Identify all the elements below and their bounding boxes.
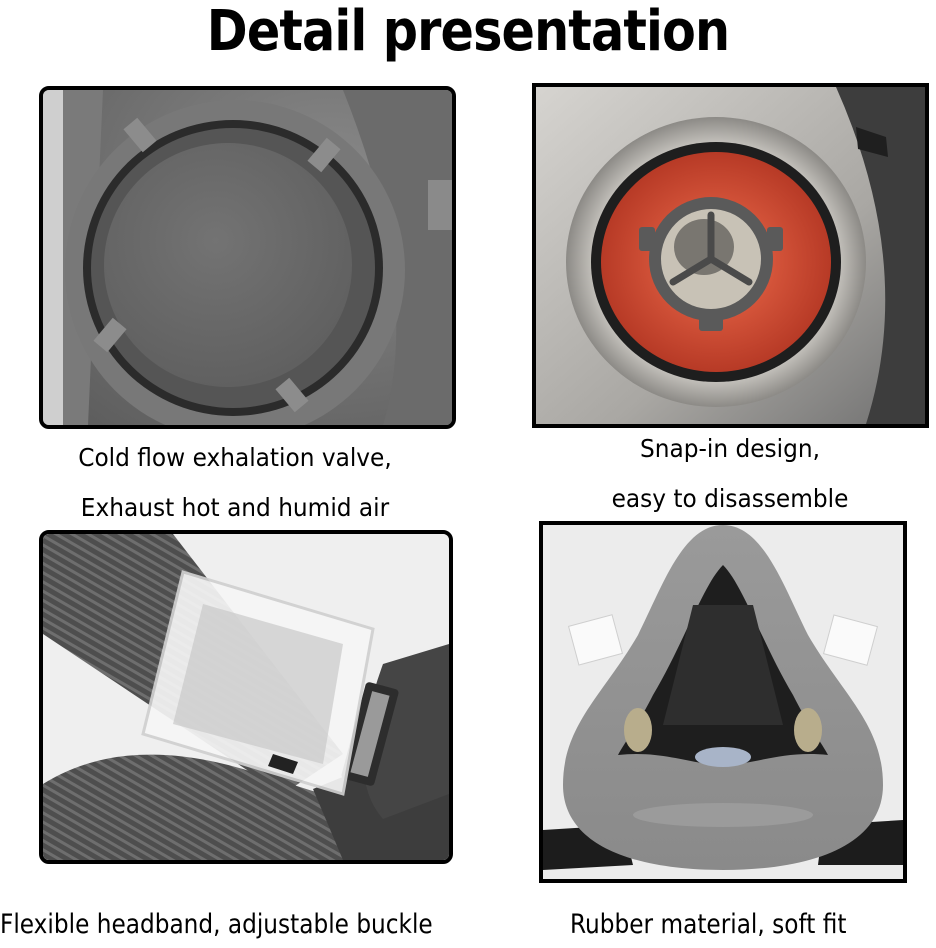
snap-in-filter-image [532,83,929,428]
rubber-facepiece-caption: Rubber material, soft fit [569,909,847,940]
snap-in-filter-caption-line2: easy to disassemble [611,484,849,513]
exhalation-valve-caption-line2: Exhaust hot and humid air [80,493,390,522]
snap-in-filter-illustration [536,87,925,424]
headband-buckle-caption: Flexible headband, adjustable buckle [0,909,433,940]
headband-buckle-illustration [43,534,449,860]
rubber-facepiece-image [539,521,907,883]
headband-buckle-image [39,530,453,864]
exhalation-valve-image [39,86,456,429]
snap-in-filter-caption-line1: Snap-in design, [639,434,820,463]
page-title: Detail presentation [206,0,730,64]
exhalation-valve-illustration [43,90,452,425]
exhalation-valve-caption-line1: Cold flow exhalation valve, [78,443,392,472]
rubber-facepiece-illustration [543,525,903,879]
